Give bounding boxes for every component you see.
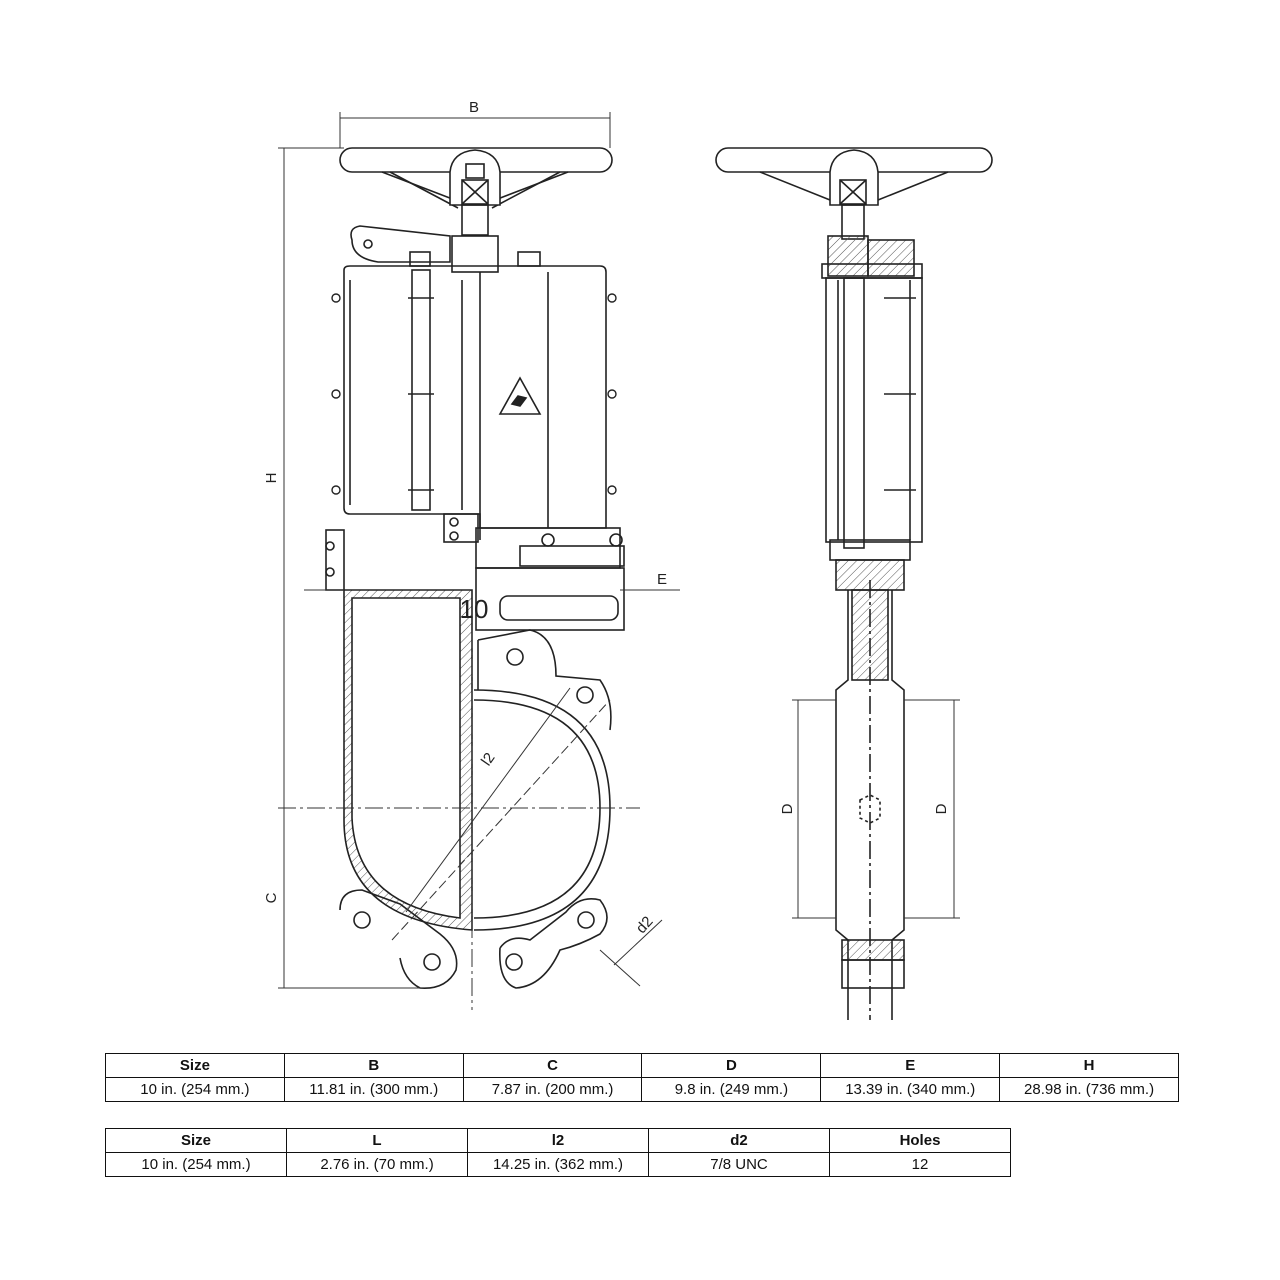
table-header-cell: Size (105, 1128, 287, 1153)
dim-label-h: H (263, 473, 280, 484)
dimensions-table-primary: Size B C D E H 10 in. (254 mm.) 11.81 in… (105, 1053, 1179, 1102)
table-header-cell: l2 (467, 1128, 649, 1153)
table-row: 10 in. (254 mm.) 11.81 in. (300 mm.) 7.8… (105, 1077, 1179, 1102)
table-header-cell: L (286, 1128, 468, 1153)
table-header-row: Size L l2 d2 Holes (105, 1128, 1011, 1153)
table-cell: 2.76 in. (70 mm.) (286, 1152, 468, 1177)
table-cell: 7/8 UNC (648, 1152, 830, 1177)
dim-label-d2: d2 (633, 913, 657, 937)
table-header-cell: d2 (648, 1128, 830, 1153)
dim-label-b: B (469, 99, 479, 116)
dim-label-c: C (263, 892, 280, 903)
table-header-cell: D (641, 1053, 822, 1078)
table-cell: 7.87 in. (200 mm.) (462, 1077, 643, 1102)
dimensions-table-secondary: Size L l2 d2 Holes 10 in. (254 mm.) 2.76… (105, 1128, 1011, 1177)
dim-label-d-right: D (933, 803, 950, 814)
table-header-cell: H (999, 1053, 1179, 1078)
table-cell: 13.39 in. (340 mm.) (820, 1077, 1001, 1102)
dim-label-d-left: D (779, 803, 796, 814)
table-cell: 10 in. (254 mm.) (105, 1152, 287, 1177)
table-row: 10 in. (254 mm.) 2.76 in. (70 mm.) 14.25… (105, 1152, 1011, 1177)
dim-label-l: 10 (460, 594, 489, 624)
dim-label-l2: l2 (478, 750, 499, 769)
valve-technical-drawing: B H C E 10 l2 d2 D D (263, 99, 993, 1020)
table-cell: 9.8 in. (249 mm.) (641, 1077, 822, 1102)
table-cell: 28.98 in. (736 mm.) (999, 1077, 1179, 1102)
table-header-row: Size B C D E H (105, 1053, 1179, 1078)
side-view (715, 147, 993, 1020)
table-header-cell: Size (105, 1053, 285, 1078)
table-header-cell: Holes (829, 1128, 1011, 1153)
table-cell: 10 in. (254 mm.) (105, 1077, 285, 1102)
table-cell: 11.81 in. (300 mm.) (283, 1077, 464, 1102)
table-header-cell: E (820, 1053, 1001, 1078)
front-view (278, 112, 680, 1010)
table-header-cell: C (462, 1053, 643, 1078)
dim-label-e: E (657, 571, 667, 588)
table-cell: 12 (829, 1152, 1011, 1177)
front-handwheel (339, 147, 613, 209)
table-cell: 14.25 in. (362 mm.) (467, 1152, 649, 1177)
table-header-cell: B (283, 1053, 464, 1078)
